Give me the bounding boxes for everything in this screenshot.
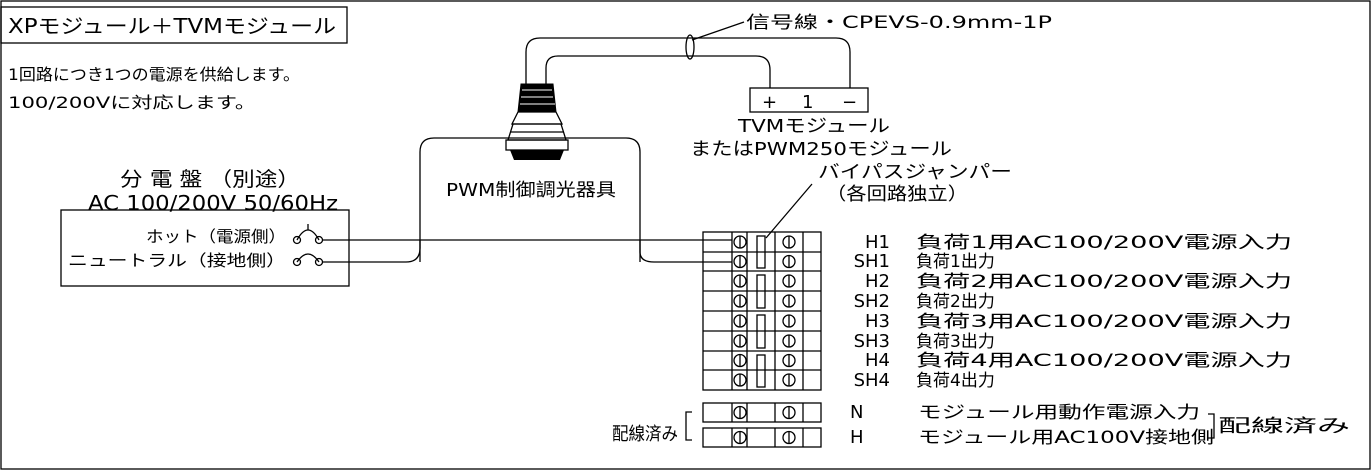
wired-left-label: 配線済み bbox=[612, 424, 678, 445]
fixture-label: PWM制御調光器具 bbox=[446, 180, 616, 201]
signal-line-label: 信号線・CPEVS-0.9mm-1P bbox=[746, 13, 1052, 33]
pwm-label-box bbox=[419, 137, 641, 262]
terminal-description: 負荷4用AC100/200V電源入力 bbox=[916, 351, 1292, 371]
terminal-code: H1 bbox=[865, 232, 890, 253]
panel-neutral-label: ニュートラル（接地側） bbox=[68, 251, 286, 270]
bypass-jumper-note: （各回路独立） bbox=[826, 184, 968, 205]
terminal-code: H3 bbox=[865, 311, 890, 332]
tvm-module-alt-label: またはPWM250モジュール bbox=[690, 139, 952, 160]
terminal-code: SH3 bbox=[854, 331, 890, 352]
terminal-description: 負荷3出力 bbox=[916, 332, 995, 352]
cable-sheath-mark bbox=[685, 34, 695, 60]
wired-right-label: 配線済み bbox=[1218, 416, 1350, 437]
terminal-code: SH1 bbox=[854, 251, 890, 272]
module-terminal-code: H bbox=[850, 427, 864, 448]
pwm-fixture-icon bbox=[505, 83, 569, 160]
terminal-description: 負荷1用AC100/200V電源入力 bbox=[916, 233, 1292, 253]
distribution-panel bbox=[60, 209, 350, 287]
terminal-description: 負荷4出力 bbox=[916, 371, 995, 391]
terminal-rows: H1 負荷1用AC100/200V電源入力 SH1 負荷1出力 H2 負荷2用AC100/… bbox=[854, 232, 1292, 391]
tvm-terminal-minus: − bbox=[842, 92, 857, 113]
module-terminal-description: モジュール用動作電源入力 bbox=[918, 403, 1200, 423]
terminal-block bbox=[702, 231, 822, 391]
neutral-wire bbox=[323, 240, 421, 263]
title-box bbox=[0, 6, 348, 44]
tvm-terminal-plus: + bbox=[762, 92, 777, 113]
module-terminal-block bbox=[702, 402, 822, 448]
bypass-jumper-leader bbox=[765, 183, 813, 239]
bypass-jumper-1 bbox=[756, 235, 766, 269]
terminal-code: SH4 bbox=[854, 370, 890, 391]
title-box-text: XPモジュール＋TVMモジュール bbox=[8, 14, 336, 38]
module-terminal-code: N bbox=[850, 402, 863, 423]
terminal-code: H2 bbox=[865, 271, 890, 292]
load-wire bbox=[639, 240, 732, 263]
breaker-symbol bbox=[292, 224, 324, 267]
terminal-description: 負荷3用AC100/200V電源入力 bbox=[916, 312, 1292, 332]
terminal-description: 負荷2出力 bbox=[916, 292, 995, 312]
signal-cable-inner bbox=[545, 55, 771, 88]
bypass-jumper-label: バイパスジャンパー bbox=[818, 162, 1012, 183]
terminal-code: SH2 bbox=[854, 291, 890, 312]
bypass-jumper-4 bbox=[756, 354, 766, 388]
terminal-code: H4 bbox=[865, 350, 890, 371]
note-line-1: 1回路につき1つの電源を供給します。 bbox=[8, 65, 300, 84]
signal-line-leader bbox=[691, 21, 745, 41]
note-line-2: 100/200Vに対応します。 bbox=[8, 93, 256, 112]
panel-rating: AC 100/200V 50/60Hz bbox=[88, 191, 338, 215]
tvm-terminal-number: 1 bbox=[802, 92, 813, 113]
bypass-jumper-3 bbox=[756, 314, 766, 349]
module-terminal-rows: N モジュール用動作電源入力 H モジュール用AC100V接地側 bbox=[850, 402, 1214, 448]
wired-left-bracket bbox=[685, 411, 692, 441]
tvm-module-label: TVMモジュール bbox=[737, 116, 890, 137]
wired-right-bracket bbox=[1208, 413, 1215, 439]
bypass-jumper-2 bbox=[756, 274, 766, 309]
tvm-terminal-block bbox=[749, 87, 869, 113]
terminal-description: 負荷2用AC100/200V電源入力 bbox=[916, 272, 1292, 292]
signal-cable-outer bbox=[525, 37, 851, 88]
terminal-description: 負荷1出力 bbox=[916, 252, 995, 272]
module-terminal-description: モジュール用AC100V接地側 bbox=[918, 428, 1214, 448]
panel-hot-label: ホット（電源側） bbox=[146, 227, 286, 246]
panel-title: 分 電 盤 （別途） bbox=[120, 167, 300, 191]
